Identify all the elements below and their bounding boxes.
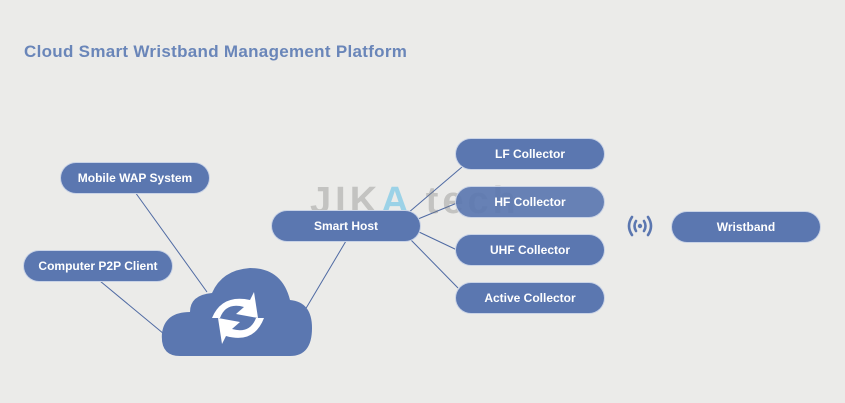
line-host-hf [417,202,458,220]
line-host-lf [407,166,463,214]
line-host-active [410,239,459,289]
node-active-collector[interactable]: Active Collector [456,283,604,313]
node-lf-collector[interactable]: LF Collector [456,139,604,169]
node-computer-p2p-client[interactable]: Computer P2P Client [24,251,172,281]
line-host-uhf [418,231,458,251]
node-wristband[interactable]: Wristband [672,212,820,242]
node-smart-host[interactable]: Smart Host [272,211,420,241]
cloud-sync-icon [161,268,312,356]
page-title: Cloud Smart Wristband Management Platfor… [24,42,408,61]
line-computer-cloud [99,280,165,335]
line-mobile-cloud [134,191,208,293]
node-uhf-collector[interactable]: UHF Collector [456,235,604,265]
wireless-signal-icon [627,215,653,237]
node-hf-collector[interactable]: HF Collector [456,187,604,217]
node-mobile-wap-system[interactable]: Mobile WAP System [61,163,209,193]
line-cloud-host [304,240,347,311]
